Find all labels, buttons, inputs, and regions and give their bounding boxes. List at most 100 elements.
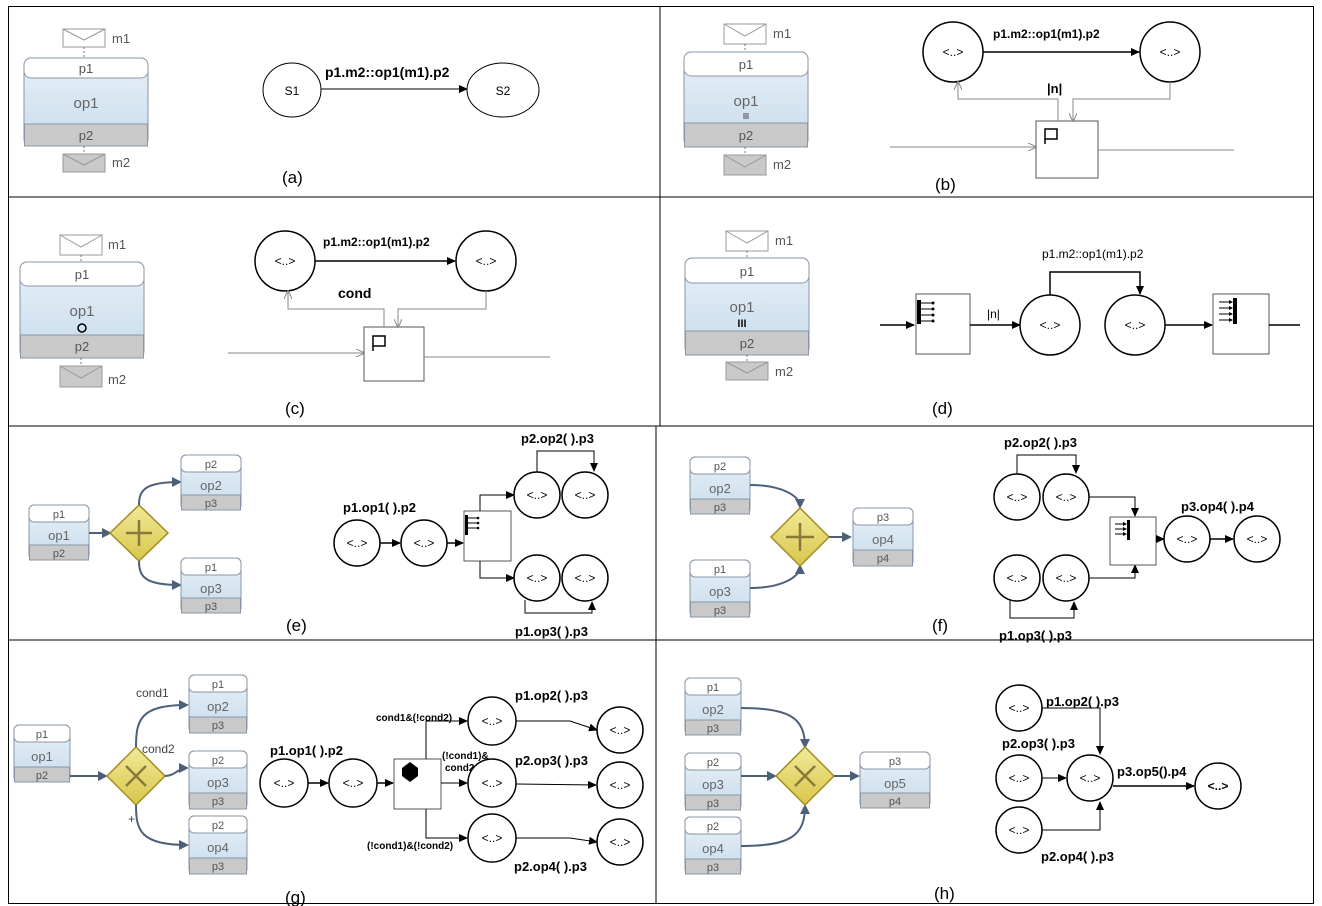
loop-operator-box (1035, 120, 1099, 179)
svg-text:<..>: <..> (482, 776, 503, 790)
svg-text:p3: p3 (889, 756, 901, 768)
svg-text:p1: p1 (714, 564, 726, 576)
svg-text:<..>: <..> (1177, 532, 1198, 546)
loop-marker-icon (77, 323, 87, 333)
message-in-label: m1 (773, 26, 791, 41)
svg-text:op4: op4 (872, 532, 894, 547)
op-box-branch-3: p2 op4 p3 (188, 815, 248, 875)
svg-text:<..>: <..> (575, 571, 596, 585)
svg-text:m1: m1 (775, 233, 793, 248)
caption-d: (d) (932, 399, 953, 418)
svg-text:p1.op3( ).p3: p1.op3( ).p3 (999, 628, 1072, 643)
svg-text:<..>: <..> (1208, 779, 1229, 793)
svg-text:op1: op1 (48, 528, 70, 543)
svg-text:p1: p1 (75, 267, 89, 282)
caption-h: (h) (934, 884, 955, 903)
message-out-label: m2 (112, 155, 130, 170)
svg-text:<..>: <..> (575, 488, 596, 502)
fork-operator-box (463, 510, 512, 562)
svg-text:p3: p3 (212, 720, 224, 732)
svg-text:<..>: <..> (482, 714, 503, 728)
svg-text:(!cond1)&(!cond2): (!cond1)&(!cond2) (367, 841, 453, 852)
svg-text:p2: p2 (707, 821, 719, 833)
op-box-upper: p2 op2 p3 (180, 454, 242, 511)
condition-2-label: cond2 (142, 742, 175, 756)
svg-text:op2: op2 (200, 478, 222, 493)
panel-d: m1 p1 op1 III p2 m2 |n| <..> <..> (684, 230, 1300, 418)
svg-text:op3: op3 (200, 581, 222, 596)
svg-text:p1.op3( ).p3: p1.op3( ).p3 (515, 624, 588, 639)
op-box-lower: p1 op3 p3 (689, 559, 751, 618)
svg-text:op3: op3 (702, 777, 724, 792)
svg-text:op5: op5 (884, 776, 906, 791)
op-name: op1 (73, 95, 98, 112)
caption-g: (g) (285, 888, 306, 906)
svg-text:<..>: <..> (274, 776, 295, 790)
svg-text:p2: p2 (739, 128, 753, 143)
svg-text:p1: p1 (36, 729, 48, 741)
op-box-lower: p1 op3 p3 (180, 557, 242, 614)
parallel-gateway (108, 503, 170, 563)
svg-text:op2: op2 (207, 699, 229, 714)
svg-text:<..>: <..> (476, 254, 497, 268)
message-out-envelope (62, 153, 106, 173)
choice-operator-box (393, 758, 442, 810)
message-in-label: m1 (112, 31, 130, 46)
panel-grid (8, 6, 1314, 904)
message-in-envelope (62, 28, 106, 48)
panel-b: m1 p1 op1 ≡ p2 m2 <..> <..> p1.m2::op1(m… (683, 21, 1234, 194)
svg-text:<..>: <..> (1009, 823, 1030, 837)
svg-text:<..>: <..> (1160, 45, 1181, 59)
exclusive-gateway (774, 745, 836, 807)
svg-text:op1: op1 (31, 749, 53, 764)
svg-text:cond2: cond2 (445, 763, 475, 774)
svg-text:<..>: <..> (414, 536, 435, 550)
panel-c: m1 p1 op1 p2 m2 <..> <..> p1.m2::op1(m1)… (19, 230, 550, 418)
svg-text:p3: p3 (707, 862, 719, 874)
svg-text:<..>: <..> (1056, 571, 1077, 585)
caption-f: (f) (932, 616, 948, 635)
svg-text:p2: p2 (740, 336, 754, 351)
svg-text:<..>: <..> (1247, 532, 1268, 546)
fork-operator-box (915, 293, 971, 355)
transition-label: p1.m2::op1(m1).p2 (993, 27, 1100, 41)
svg-text:<..>: <..> (610, 835, 631, 849)
svg-text:p1: p1 (707, 682, 719, 694)
svg-text:p2: p2 (212, 755, 224, 767)
svg-text:<..>: <..> (1040, 318, 1061, 332)
svg-text:op2: op2 (709, 481, 731, 496)
caption-c: (c) (285, 399, 305, 418)
state-s2-label: S2 (496, 84, 511, 98)
svg-text:<..>: <..> (1007, 571, 1028, 585)
svg-text:p1: p1 (739, 57, 753, 72)
panel-g: p1 op1 p2 cond1 cond2 + p1 op2 p3 p2 (13, 674, 644, 906)
svg-text:op4: op4 (207, 840, 229, 855)
join-operator-box (1109, 516, 1157, 566)
op-box-branch-2: p2 op3 p3 (188, 750, 248, 810)
svg-text:p2.op2( ).p3: p2.op2( ).p3 (1004, 435, 1077, 450)
op-box-source: p1 op1 p2 (28, 504, 90, 561)
panel-e: p1 op1 p2 p2 op2 p3 p1 op3 p3 (28, 431, 609, 639)
sequence-marker: ≡ (742, 109, 749, 123)
svg-text:p2.op4( ).p3: p2.op4( ).p3 (514, 859, 587, 874)
caption-b: (b) (935, 175, 956, 194)
svg-text:m1: m1 (108, 237, 126, 252)
operation-box: p1 op1 III p2 (684, 257, 810, 356)
svg-text:<..>: <..> (527, 488, 548, 502)
parallel-gateway (769, 506, 831, 568)
default-flow-marker: + (128, 812, 135, 826)
svg-text:p1.op1( ).p2: p1.op1( ).p2 (270, 743, 343, 758)
op-box-target: p3 op4 p4 (852, 507, 914, 567)
svg-text:p3: p3 (877, 512, 889, 524)
op-box-source: p1 op1 p2 (13, 724, 71, 783)
op-box-target: p3 op5 p4 (859, 751, 931, 809)
svg-text:p3: p3 (212, 861, 224, 873)
svg-text:p2.op3( ).p3: p2.op3( ).p3 (515, 753, 588, 768)
panel-f: p2 op2 p3 p1 op3 p3 p3 op4 p4 (689, 435, 1281, 643)
svg-text:op3: op3 (709, 584, 731, 599)
svg-text:p2: p2 (205, 459, 217, 471)
svg-text:<..>: <..> (275, 254, 296, 268)
svg-text:p1.op2( ).p3: p1.op2( ).p3 (515, 688, 588, 703)
operation-box: p1 op1 p2 (23, 57, 149, 147)
svg-text:op1: op1 (733, 93, 758, 110)
